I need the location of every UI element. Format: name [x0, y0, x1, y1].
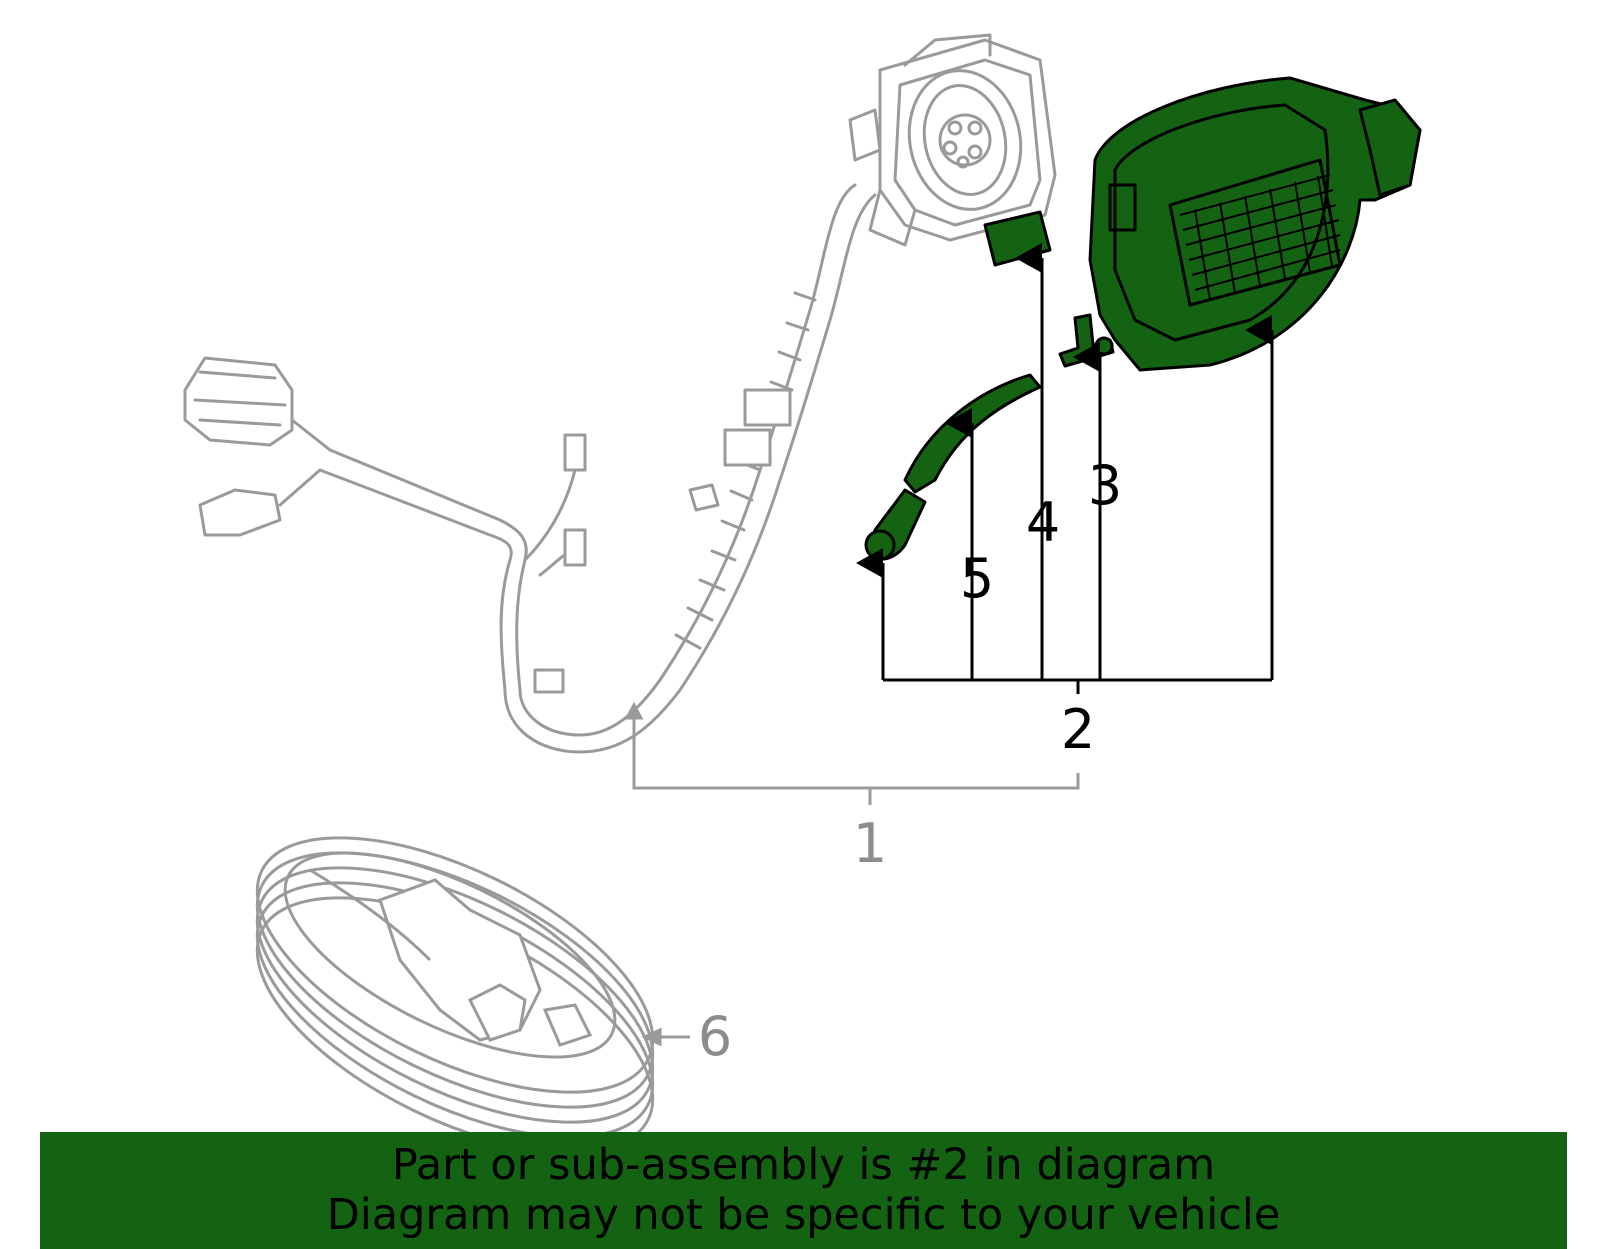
info-banner: Part or sub-assembly is #2 in diagram Di…: [40, 1132, 1567, 1249]
charging-cable-coil: [255, 836, 655, 1154]
callout-3-label: 3: [1088, 454, 1122, 517]
banner-line-2: Diagram may not be specific to your vehi…: [326, 1190, 1281, 1240]
charge-port-harness: [183, 33, 1057, 754]
callout-1-leaders: [624, 701, 1080, 805]
callout-4-label: 4: [1026, 491, 1060, 554]
callout-6-leader: [641, 1027, 690, 1047]
callout-2-leaders: [856, 243, 1274, 694]
callout-1-label: 1: [853, 812, 887, 875]
banner-line-1: Part or sub-assembly is #2 in diagram: [391, 1140, 1216, 1190]
callout-6-label: 6: [698, 1005, 732, 1068]
callout-2-label: 2: [1061, 698, 1095, 761]
callout-5-label: 5: [960, 547, 994, 610]
